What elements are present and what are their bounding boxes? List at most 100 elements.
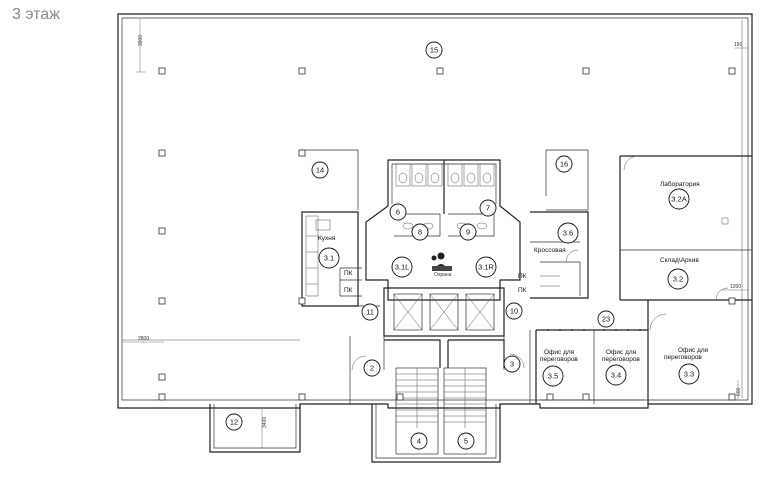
room-marker-r4: 4 [410, 432, 428, 450]
right-core-rooms [530, 149, 589, 299]
reception-icon [431, 252, 452, 271]
room-marker-circle [678, 363, 700, 385]
room-number: 3.1 [324, 254, 334, 263]
room-marker-r3_1: 3.1 [318, 247, 340, 269]
room-marker-circle [555, 155, 573, 173]
label-office-a-line1: Офис для [544, 349, 575, 356]
room-number: 3.2A [671, 195, 686, 204]
room-marker-r10: 10 [505, 302, 523, 320]
stairs-left [395, 367, 439, 455]
room-marker-r3_5: 3.5 [542, 365, 564, 387]
room-marker-circle [411, 223, 429, 241]
room-number: 5 [464, 437, 468, 446]
room-number: 6 [396, 208, 400, 217]
room-number: 8 [418, 228, 422, 237]
room-marker-r12: 12 [225, 413, 243, 431]
room-marker-circle [410, 432, 428, 450]
room-marker-r2: 2 [363, 359, 381, 377]
room-marker-circle [391, 256, 413, 278]
room-marker-circle [425, 41, 443, 59]
room-marker-circle [597, 310, 615, 328]
room-marker-circle [459, 223, 477, 241]
room-marker-r3_2: 3.2 [667, 268, 689, 290]
room-number: 3.2 [673, 275, 683, 284]
room-marker-circle [475, 256, 497, 278]
dim-bottom: 3400 [262, 417, 268, 428]
room-number: 3.6 [563, 229, 573, 238]
room-marker-r5: 5 [457, 432, 475, 450]
room-marker-r6: 6 [389, 203, 407, 221]
office-walls [535, 300, 667, 404]
room-number: 10 [510, 307, 518, 316]
dim-top-left: 3900 [138, 35, 144, 46]
room-marker-r3: 3 [503, 355, 521, 373]
floor-title: 3 этаж [12, 6, 60, 23]
room-number: 3.4 [611, 371, 621, 380]
label-pk-3: ПК [518, 273, 527, 280]
room-marker-r11: 11 [361, 303, 379, 321]
label-kitchen: Кухня [318, 235, 336, 242]
room-number: 14 [316, 166, 324, 175]
dim-right-mid: 1200 [730, 284, 741, 290]
room-marker-r16: 16 [555, 155, 573, 173]
dimension-lines [122, 18, 748, 448]
room-marker-circle [557, 222, 579, 244]
room-number: 16 [560, 160, 568, 169]
label-copy-room: Кросcовая [534, 247, 566, 254]
room-marker-r3_4: 3.4 [605, 364, 627, 386]
room-marker-r8: 8 [411, 223, 429, 241]
room-marker-r7: 7 [479, 199, 497, 217]
label-reception: Охрана [434, 272, 452, 278]
room-number: 9 [466, 228, 470, 237]
room-marker-r3_3: 3.3 [678, 363, 700, 385]
room-marker-circle [605, 364, 627, 386]
room-marker-r9: 9 [459, 223, 477, 241]
room-number: 3.1L [395, 263, 410, 272]
room-number: 11 [366, 308, 374, 317]
dim-top-right: 150 [734, 42, 743, 48]
room-marker-circle [667, 268, 689, 290]
outer-walls [117, 13, 753, 409]
room-number: 3.5 [548, 372, 558, 381]
room-marker-circle [668, 188, 690, 210]
label-lab: Лаборатория [660, 180, 700, 188]
room-marker-circle [225, 413, 243, 431]
room-number: 12 [230, 418, 238, 427]
room-marker-circle [542, 365, 564, 387]
room-marker-circle [311, 161, 329, 179]
room-marker-circle [505, 302, 523, 320]
room-14-walls [300, 149, 359, 210]
stair-annex [209, 404, 501, 463]
dim-right-bottom: 600 [736, 387, 742, 396]
room-marker-r14: 14 [311, 161, 329, 179]
central-core [365, 159, 521, 301]
room-number: 3.3 [684, 370, 694, 379]
room-number: 4 [417, 437, 421, 446]
room-marker-r3_6: 3.6 [557, 222, 579, 244]
room-number: 23 [602, 315, 610, 324]
label-pk-4: ПК [518, 287, 527, 294]
label-office-a-line2: переговоров [540, 356, 578, 363]
label-storage: Склад\Архив [660, 257, 699, 264]
room-marker-circle [503, 355, 521, 373]
room-marker-circle [389, 203, 407, 221]
columns [158, 67, 736, 401]
room-marker-r23: 23 [597, 310, 615, 328]
room-marker-r3_2A: 3.2A [668, 188, 690, 210]
room-marker-r3_1L: 3.1L [391, 256, 413, 278]
room-number: 2 [370, 364, 374, 373]
label-pk-2: ПК [344, 287, 353, 294]
label-pk-1: ПК [344, 270, 353, 277]
room-number: 7 [486, 204, 490, 213]
room-number: 3.1R [478, 263, 494, 272]
room-number: 15 [430, 46, 438, 55]
room-marker-r15: 15 [425, 41, 443, 59]
label-office-b-line1: Офис для [606, 349, 637, 356]
dim-left: 2800 [138, 336, 149, 342]
label-office-b-line2: переговоров [602, 356, 640, 363]
room-marker-circle [479, 199, 497, 217]
stairs-right [443, 367, 487, 455]
room-marker-circle [318, 247, 340, 269]
room-marker-r3_1R: 3.1R [475, 256, 497, 278]
